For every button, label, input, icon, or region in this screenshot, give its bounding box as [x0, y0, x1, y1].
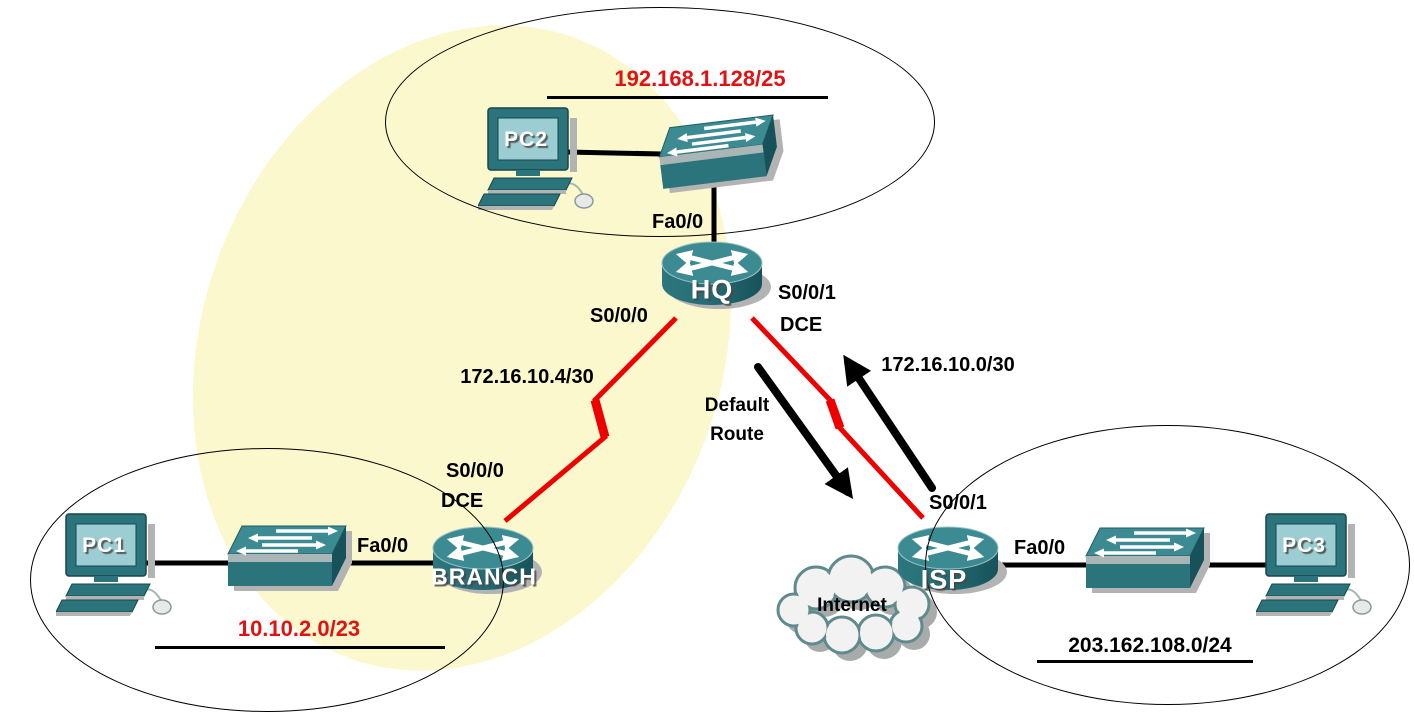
branch-lan-network-label: 10.10.2.0/23	[237, 616, 361, 641]
pc2-name: PC2	[504, 128, 548, 151]
isp-fa00-label: Fa0/0	[1014, 537, 1066, 559]
branch-s000-label: S0/0/0	[446, 460, 504, 482]
serial-link-branch-hq	[503, 316, 678, 523]
default-route-arrow-down	[754, 363, 854, 500]
internet-cloud-label: Internet	[817, 595, 887, 617]
serial-link-hq-isp-bolt	[825, 398, 845, 430]
isp-lan-underline	[1037, 660, 1253, 663]
default-route-arrow-up	[843, 354, 936, 492]
isp-lan-network-label: 203.162.108.0/24	[1068, 634, 1232, 657]
branch-lan-underline	[155, 646, 445, 649]
hq-lan-underline	[547, 96, 828, 99]
branch-dce-label: DCE	[441, 490, 484, 512]
branch-fa00-label: Fa0/0	[357, 535, 409, 557]
serial-link-branch-hq-bolt	[590, 398, 610, 439]
branch-hq-wan-label: 172.16.10.4/30	[460, 366, 594, 388]
hq-lan-network-label: 192.168.1.128/25	[614, 66, 786, 91]
branch-router-name: BRANCH	[431, 563, 537, 590]
hq-isp-wan-label: 172.16.10.0/30	[881, 354, 1015, 376]
hq-lan-boundary-ellipse	[385, 7, 935, 237]
default-route-line2: Route	[710, 424, 764, 445]
default-route-annotation: Default Route	[705, 391, 769, 449]
default-route-line1: Default	[704, 395, 770, 416]
hq-s000-label: S0/0/0	[590, 305, 648, 327]
isp-router-name: ISP	[920, 564, 968, 595]
pc1-name: PC1	[82, 534, 126, 557]
isp-s001-label: S0/0/1	[929, 492, 987, 514]
hq-router-name: HQ	[690, 274, 734, 305]
branch-lan-boundary-ellipse	[30, 448, 504, 712]
pc3-name: PC3	[1282, 534, 1326, 557]
hq-s001-label: S0/0/1	[778, 282, 836, 304]
hq-dce-label: DCE	[780, 314, 823, 336]
isp-lan-boundary-ellipse	[925, 425, 1410, 705]
hq-fa00-label: Fa0/0	[652, 211, 704, 233]
